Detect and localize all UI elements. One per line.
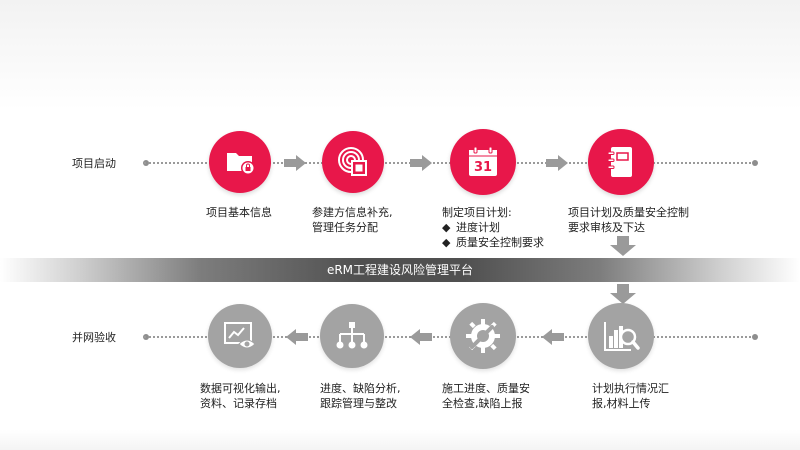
left-arrow-icon xyxy=(542,329,564,345)
step-project-plan[interactable]: 31 xyxy=(450,129,516,195)
step-caption: 进度、缺陷分析, 跟踪管理与整改 xyxy=(320,382,401,410)
top-dotted-line xyxy=(144,162,755,164)
step-construction-check[interactable] xyxy=(450,303,516,369)
step-plan-review[interactable] xyxy=(588,129,654,195)
platform-title: eRM工程建设风险管理平台 xyxy=(326,263,474,277)
left-arrow-icon xyxy=(410,329,432,345)
platform-banner: eRM工程建设风险管理平台 xyxy=(0,258,800,282)
right-arrow-icon xyxy=(546,155,568,171)
notebook-icon xyxy=(607,147,632,177)
step-project-info[interactable] xyxy=(209,131,271,193)
right-arrow-icon xyxy=(284,155,306,171)
step-caption: 参建方信息补充, 管理任务分配 xyxy=(312,206,393,234)
chart-magnifier-icon xyxy=(604,322,640,351)
row-label-acceptance: 并网验收 xyxy=(72,331,116,344)
row-label-start: 项目启动 xyxy=(72,157,116,170)
step-execution-report[interactable] xyxy=(588,303,654,369)
step-caption: 制定项目计划: ◆进度计划 ◆质量安全控制要求 xyxy=(442,206,544,249)
step-caption: 项目基本信息 xyxy=(206,206,272,219)
left-arrow-icon xyxy=(286,329,308,345)
bottom-dotted-line xyxy=(144,336,755,338)
step-participants[interactable] xyxy=(322,131,384,193)
gear-wrench-icon xyxy=(466,319,500,353)
step-caption: 项目计划及质量安全控制 要求审核及下达 xyxy=(568,206,689,234)
step-defect-analysis[interactable] xyxy=(320,304,384,368)
step-caption: 计划执行情况汇 报,材料上传 xyxy=(592,382,669,410)
target-icon xyxy=(338,147,367,176)
line-end-dot xyxy=(752,160,758,166)
calendar-day: 31 xyxy=(474,160,492,175)
step-caption: 施工进度、质量安 全检查,缺陷上报 xyxy=(442,382,530,410)
hierarchy-icon xyxy=(336,322,368,349)
folder-lock-icon xyxy=(227,153,255,175)
down-arrow-icon xyxy=(610,284,636,304)
step-data-visualization[interactable] xyxy=(208,304,272,368)
step-caption: 数据可视化输出, 资料、记录存档 xyxy=(200,382,281,410)
monitor-eye-icon xyxy=(224,322,256,349)
down-arrow-icon xyxy=(610,236,636,256)
line-end-dot xyxy=(752,334,758,340)
right-arrow-icon xyxy=(410,155,432,171)
calendar-icon: 31 xyxy=(469,146,497,176)
